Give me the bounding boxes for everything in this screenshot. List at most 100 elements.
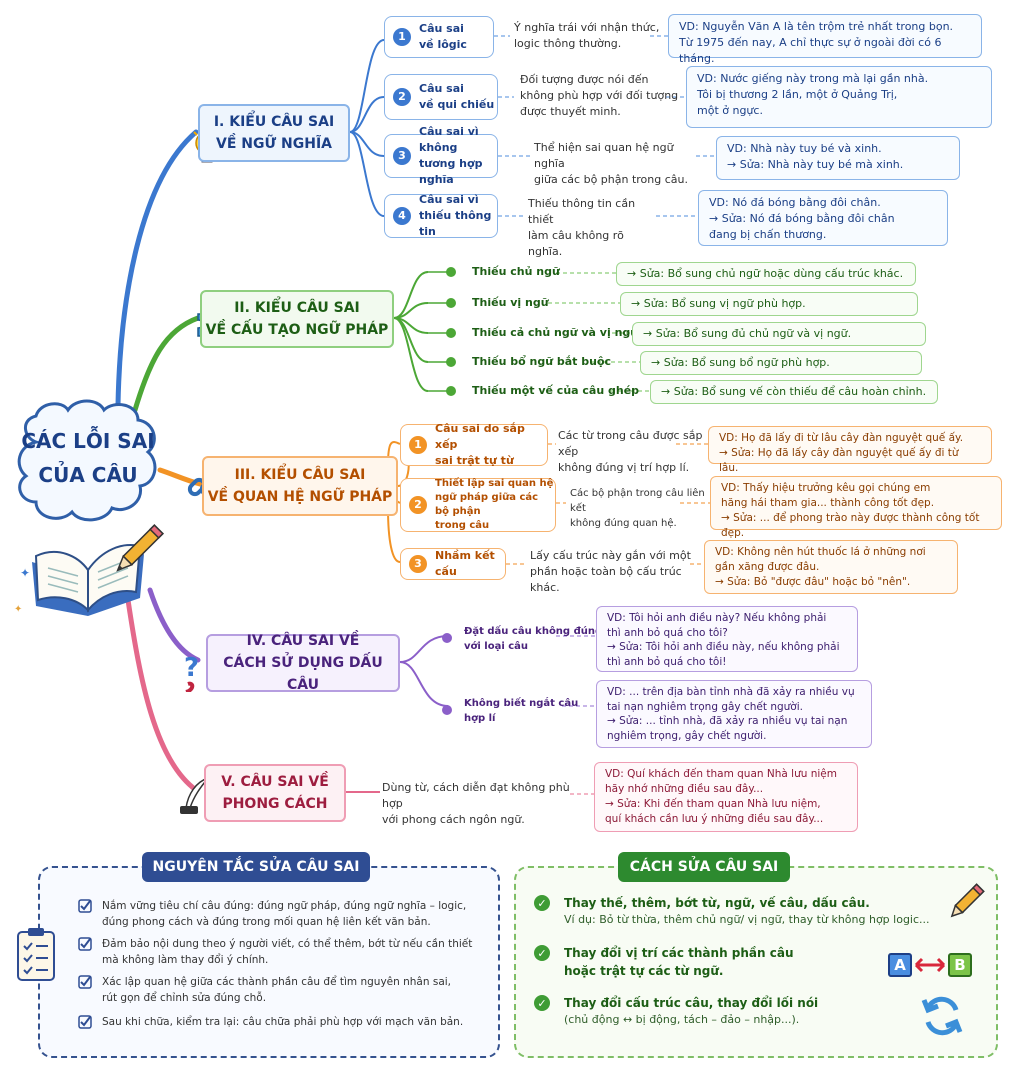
branch-1-item-4: 4 Câu sai vì thiếu thông tin <box>384 193 498 238</box>
branch-2-title: II. KIỂU CÂU SAI VỀ CẤU TẠO NGỮ PHÁP <box>200 290 394 348</box>
branch-1-item-3-desc: Thể hiện sai quan hệ ngữ nghĩa giữa các … <box>534 141 688 186</box>
branch-3-item-2-desc: Các bộ phận trong câu liên kết không đún… <box>570 488 705 529</box>
bullet-dot <box>446 266 456 277</box>
branch-1-item-2-example: VD: Nước giếng này trong mà lại gần nhà.… <box>686 66 992 128</box>
check-icon <box>78 899 92 913</box>
branch-5-example: VD: Quí khách đến tham quan Nhà lưu niệm… <box>594 762 858 832</box>
refresh-icon <box>921 996 963 1036</box>
branch-2-item-1: Thiếu chủ ngữ <box>446 265 560 278</box>
principles-title: NGUYÊN TẮC SỬA CÂU SAI <box>142 852 370 882</box>
method-title: Thay đổi cấu trúc câu, thay đổi lối nói <box>564 996 819 1010</box>
letter-a-box: A <box>888 953 912 977</box>
item-label: Đặt dấu câu không đúng với loại câu <box>464 626 603 652</box>
branch-1-item-2-desc: Đối tượng được nói đến không phù hợp với… <box>520 73 679 118</box>
star-icon: ✦ <box>20 566 31 580</box>
methods-title: CÁCH SỬA CÂU SAI <box>618 852 790 882</box>
svg-text:?: ? <box>184 653 199 683</box>
bullet-dot <box>446 385 456 396</box>
bullet-dot <box>446 327 456 338</box>
principle-item-4: Sau khi chữa, kiểm tra lại: câu chữa phả… <box>78 1014 463 1030</box>
method-sub: (chủ động ↔ bị động, tách – đảo – nhập..… <box>564 1013 800 1026</box>
number-badge: 2 <box>393 88 411 106</box>
item-label: Thiếu chủ ngữ <box>472 265 560 278</box>
branch-3-item-1: 1 Câu sai do sắp xếp sai trật tự từ <box>400 422 548 467</box>
item-label: Thiếu cả chủ ngữ và vị ngữ <box>472 326 639 339</box>
principles-panel <box>38 866 500 1058</box>
central-title: CÁC LỖI SAI CỦA CÂU <box>21 429 155 487</box>
check-icon <box>78 975 92 989</box>
branch-4-title: IV. CÂU SAI VỀ CÁCH SỬ DỤNG DẤU CÂU <box>206 633 400 693</box>
principle-item-1: Nắm vững tiêu chí câu đúng: đúng ngữ phá… <box>78 898 466 930</box>
item-label: Nhầm kết cấu <box>435 549 495 578</box>
branch-3-item-2-example: VD: Thấy hiệu trưởng kêu gọi chúng em hă… <box>710 476 1002 539</box>
principle-item-2: Đảm bảo nội dung theo ý người viết, có t… <box>78 936 472 968</box>
principle-text: Đảm bảo nội dung theo ý người viết, có t… <box>102 938 473 966</box>
method-title: Thay thế, thêm, bớt từ, ngữ, vế câu, dấu… <box>564 896 870 910</box>
branch-3-item-3-desc: Lấy cấu trúc này gắn với một phần hoặc t… <box>530 549 691 594</box>
item-label: Câu sai vì không tương hợp nghĩa <box>419 125 483 186</box>
branch-2-item-2: Thiếu vị ngữ <box>446 296 549 309</box>
principle-item-3: Xác lập quan hệ giữa các thành phần câu … <box>78 974 451 1006</box>
principle-text: Sau khi chữa, kiểm tra lại: câu chữa phả… <box>102 1016 464 1028</box>
item-label: Câu sai vì thiếu thông tin <box>419 193 492 238</box>
central-cloud-shape <box>17 399 157 522</box>
bullet-dot <box>446 297 456 308</box>
number-badge: 3 <box>393 147 411 165</box>
branch-2-item-4: Thiếu bổ ngữ bắt buộc <box>446 355 611 368</box>
branch-4-item-2: Không biết ngắt câu hợp lí <box>442 696 578 726</box>
branch-2-item-5-fix: → Sửa: Bổ sung vế còn thiếu để câu hoàn … <box>650 380 938 404</box>
star-icon: ✦ <box>14 604 23 615</box>
item-label: Thiết lập sai quan hệ ngữ pháp giữa các … <box>435 478 554 531</box>
branch-4-item-1: Đặt dấu câu không đúng với loại câu <box>442 624 602 654</box>
check-icon: ✓ <box>534 895 550 911</box>
check-icon <box>78 1015 92 1029</box>
branch-4-item-2-example: VD: ... trên địa bàn tỉnh nhà đã xảy ra … <box>596 680 872 748</box>
method-sub: Ví dụ: Bỏ từ thừa, thêm chủ ngữ/ vị ngữ,… <box>564 913 930 926</box>
branch-2-item-4-fix: → Sửa: Bổ sung bổ ngữ phù hợp. <box>640 351 922 375</box>
branch-5-title: V. CÂU SAI VỀ PHONG CÁCH <box>204 764 346 822</box>
item-label: Câu sai do sắp xếp sai trật tự từ <box>435 422 525 467</box>
bullet-dot <box>442 633 452 643</box>
pencil-icon <box>950 883 985 918</box>
branch-4-item-1-example: VD: Tôi hỏi anh điều này? Nếu không phải… <box>596 606 858 672</box>
branch-3-item-1-example: VD: Họ đã lấy đi từ lâu cây đàn nguyệt q… <box>708 426 992 474</box>
bullet-dot <box>442 705 452 715</box>
branch-1-item-4-example: VD: Nó đá bóng bằng đôi chân. → Sửa: Nó … <box>698 190 948 246</box>
branch-3-title: III. KIỂU CÂU SAI VỀ QUAN HỆ NGỮ PHÁP <box>202 456 398 516</box>
double-arrow-icon <box>914 957 946 973</box>
branch-1-item-1: 1 Câu sai về lôgic <box>384 16 494 58</box>
branch-2-item-3-fix: → Sửa: Bổ sung đủ chủ ngữ và vị ngữ. <box>632 322 926 346</box>
branch-1-item-1-example: VD: Nguyễn Văn A là tên trộm trẻ nhất tr… <box>668 14 982 65</box>
branch-3-item-2: 2 Thiết lập sai quan hệ ngữ pháp giữa cá… <box>400 478 556 532</box>
method-item-1: ✓ Thay thế, thêm, bớt từ, ngữ, vế câu, d… <box>534 894 930 928</box>
number-badge: 1 <box>393 28 411 46</box>
branch-1-item-3: 3 Câu sai vì không tương hợp nghĩa <box>384 125 498 186</box>
branch-5-desc: Dùng từ, cách diễn đạt không phù hợp với… <box>382 781 570 826</box>
item-label: Thiếu vị ngữ <box>472 296 549 309</box>
item-label: Thiếu bổ ngữ bắt buộc <box>472 355 612 368</box>
branch-2-item-1-fix: → Sửa: Bổ sung chủ ngữ hoặc dùng cấu trú… <box>616 262 916 286</box>
branch-1-item-2: 2 Câu sai về qui chiếu <box>384 74 498 120</box>
branch-2-item-3: Thiếu cả chủ ngữ và vị ngữ <box>446 326 638 339</box>
branch-3-item-3-example: VD: Không nên hút thuốc lá ở những nơi g… <box>704 540 958 594</box>
pencil-icon <box>116 524 164 572</box>
branch-1-item-3-example: VD: Nhà này tuy bé và xinh. → Sửa: Nhà n… <box>716 136 960 180</box>
number-badge: 2 <box>409 496 427 514</box>
principle-text: Xác lập quan hệ giữa các thành phần câu … <box>102 976 452 1004</box>
check-icon <box>78 937 92 951</box>
number-badge: 1 <box>409 436 427 454</box>
method-item-3: ✓ Thay đổi cấu trúc câu, thay đổi lối nó… <box>534 994 818 1028</box>
item-label: Không biết ngắt câu hợp lí <box>464 698 579 724</box>
branch-2-item-5: Thiếu một vế của câu ghép <box>446 384 639 397</box>
branch-3-item-3: 3 Nhầm kết cấu <box>400 548 506 580</box>
item-label: Câu sai về lôgic <box>419 22 467 51</box>
number-badge: 4 <box>393 207 411 225</box>
branch-2-item-2-fix: → Sửa: Bổ sung vị ngữ phù hợp. <box>620 292 918 316</box>
check-icon: ✓ <box>534 945 550 961</box>
letter-b-box: B <box>948 953 972 977</box>
branch-1-item-4-desc: Thiếu thông tin cần thiết làm câu không … <box>528 197 636 258</box>
item-label: Thiếu một vế của câu ghép <box>472 384 640 397</box>
item-label: Câu sai về qui chiếu <box>419 82 495 111</box>
number-badge: 3 <box>409 555 427 573</box>
